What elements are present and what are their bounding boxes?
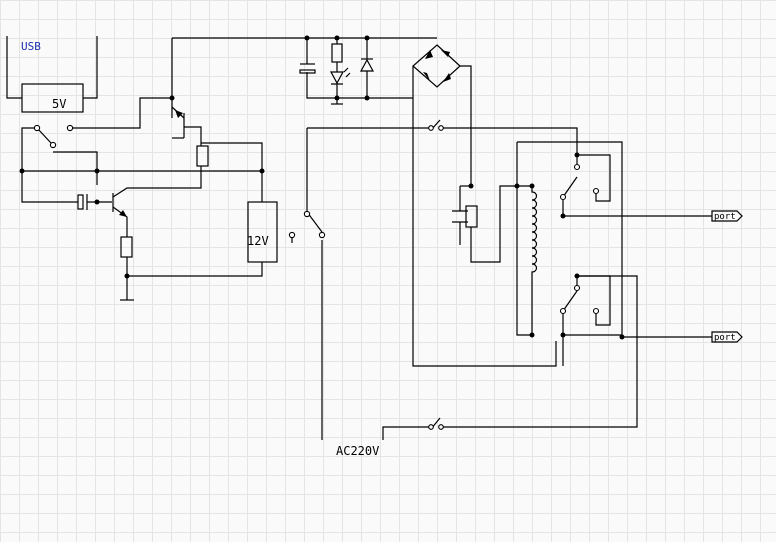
relay-coil: [516, 141, 623, 336]
npn-transistor: [112, 171, 263, 300]
bottom-mains-switch: AC220V: [336, 275, 638, 458]
ac-voltage-label: AC220V: [336, 444, 379, 458]
output-filter: [299, 38, 413, 105]
relay-contact-lower: [559, 275, 712, 366]
usb-label: USB: [21, 40, 41, 53]
port-top-label: port: [714, 212, 736, 222]
port-top[interactable]: port: [711, 210, 743, 222]
bridge-rectifier: [412, 44, 557, 367]
port-bottom[interactable]: port: [711, 331, 743, 343]
selector-switch: [21, 97, 262, 203]
five-volt-label: 5V: [52, 97, 66, 111]
junction-dots: [19, 35, 625, 340]
pnp-transistor: [171, 38, 263, 202]
usb-connector: USB 5V: [6, 36, 98, 113]
battery-12v: 12V: [247, 201, 278, 263]
port-bottom-label: port: [714, 333, 736, 343]
top-mains-switch: [288, 119, 578, 440]
relay-contact-upper: [559, 154, 712, 217]
twelve-volt-label: 12V: [247, 234, 269, 248]
coil-rc: [452, 185, 532, 276]
